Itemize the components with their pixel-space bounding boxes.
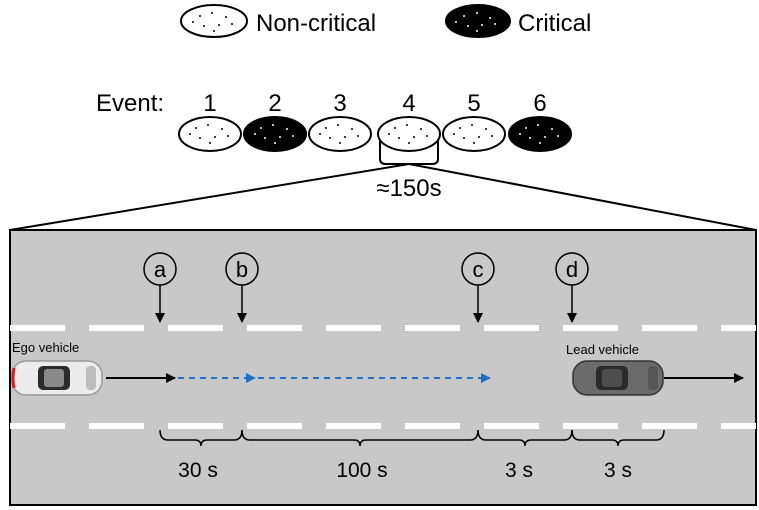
marker-label: d: [566, 257, 578, 282]
event-number: 4: [402, 90, 415, 117]
marker-row: a b c d: [143, 252, 589, 323]
marker-a: a: [143, 252, 177, 323]
interval-label: 3 s: [604, 459, 632, 482]
interval-3: 3 s: [477, 429, 573, 482]
event-1: 1: [178, 90, 242, 152]
event-6: 6: [508, 90, 572, 152]
event-noncritical-ellipse: [377, 116, 441, 152]
event-number: 5: [467, 90, 480, 117]
interval-brace: [159, 429, 243, 447]
interval-label: 30 s: [178, 459, 218, 482]
event-duration-label: ≈150s: [376, 175, 441, 202]
event-critical-ellipse: [508, 116, 572, 152]
marker-b: b: [225, 252, 259, 323]
interval-1: 30 s: [159, 429, 243, 482]
zoom-line-left: [9, 163, 410, 231]
interval-4: 3 s: [571, 429, 665, 482]
legend-noncritical-swatch: [180, 4, 248, 38]
marker-label: c: [473, 257, 484, 282]
interval-label: 3 s: [505, 459, 533, 482]
marker-c: c: [461, 252, 495, 323]
marker-label: b: [236, 257, 248, 282]
event-4: 4: [377, 90, 441, 152]
event-noncritical-ellipse: [308, 116, 372, 152]
event-row-label: Event:: [96, 90, 164, 117]
event-number: 1: [203, 90, 216, 117]
interval-row: 30 s 100 s 3 s 3 s: [159, 429, 665, 482]
lead-vehicle-label: Lead vehicle: [566, 342, 639, 357]
event-row: 1 2 3 4 5 6: [178, 90, 572, 152]
event-5: 5: [442, 90, 506, 152]
legend-critical-label: Critical: [518, 10, 591, 37]
event-number: 2: [268, 90, 281, 117]
lead-vehicle: [572, 360, 664, 396]
legend-critical-swatch: [445, 4, 511, 38]
event-noncritical-ellipse: [442, 116, 506, 152]
event-number: 6: [533, 90, 546, 117]
interval-brace: [571, 429, 665, 447]
interval-brace: [477, 429, 573, 447]
ego-vehicle-label: Ego vehicle: [12, 340, 79, 355]
interval-brace: [241, 429, 479, 447]
event-3: 3: [308, 90, 372, 152]
event-2: 2: [243, 90, 307, 152]
legend-noncritical-label: Non-critical: [256, 10, 376, 37]
ego-vehicle: [11, 360, 103, 396]
event-critical-ellipse: [243, 116, 307, 152]
event-noncritical-ellipse: [178, 116, 242, 152]
legend: Non-critical Critical: [180, 4, 591, 38]
marker-label: a: [154, 257, 167, 282]
zoom-line-right: [408, 163, 757, 231]
event-number: 3: [333, 90, 346, 117]
marker-d: d: [555, 252, 589, 323]
interval-2: 100 s: [241, 429, 479, 482]
interval-label: 100 s: [336, 459, 387, 482]
